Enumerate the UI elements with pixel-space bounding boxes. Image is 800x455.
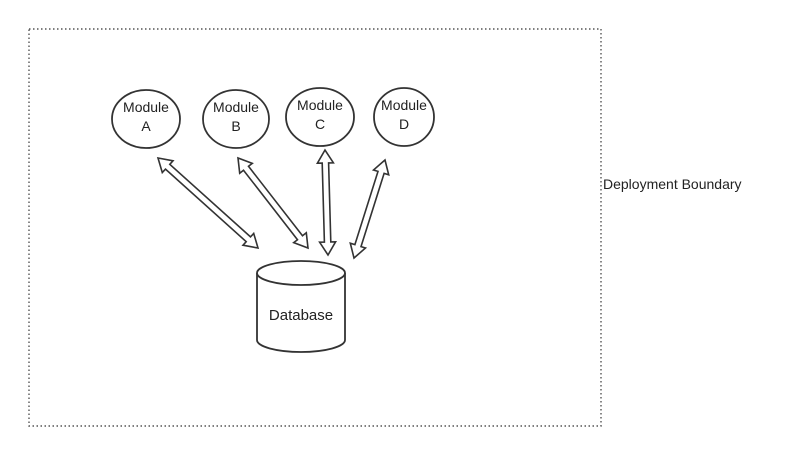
module-a[interactable]: Module A <box>111 89 181 149</box>
module-d-label-line2: D <box>399 116 409 132</box>
module-a-label-line2: A <box>141 118 151 134</box>
arrow-module-b-database <box>237 156 309 250</box>
module-b[interactable]: Module B <box>202 89 270 149</box>
module-d-label-line1: Module <box>381 97 427 113</box>
database-label: Database <box>269 307 333 324</box>
module-d[interactable]: Module D <box>373 87 435 147</box>
module-a-label-line1: Module <box>123 99 169 115</box>
module-c[interactable]: Module C <box>285 87 355 147</box>
connection-arrows <box>156 148 390 260</box>
module-b-label-line2: B <box>231 118 240 134</box>
module-c-shape <box>285 87 355 147</box>
module-c-label-line1: Module <box>297 97 343 113</box>
module-a-shape <box>111 89 181 149</box>
arrow-module-a-database <box>156 156 260 250</box>
database-top <box>256 260 346 286</box>
module-c-label-line2: C <box>315 116 325 132</box>
arrow-module-c-database <box>315 148 338 257</box>
module-d-shape <box>373 87 435 147</box>
database-body <box>256 273 346 353</box>
deployment-boundary-label: Deployment Boundary <box>603 176 742 192</box>
module-b-label-line1: Module <box>213 99 259 115</box>
arrow-module-d-database <box>349 158 390 260</box>
module-b-shape <box>202 89 270 149</box>
database[interactable]: Database <box>256 260 346 353</box>
